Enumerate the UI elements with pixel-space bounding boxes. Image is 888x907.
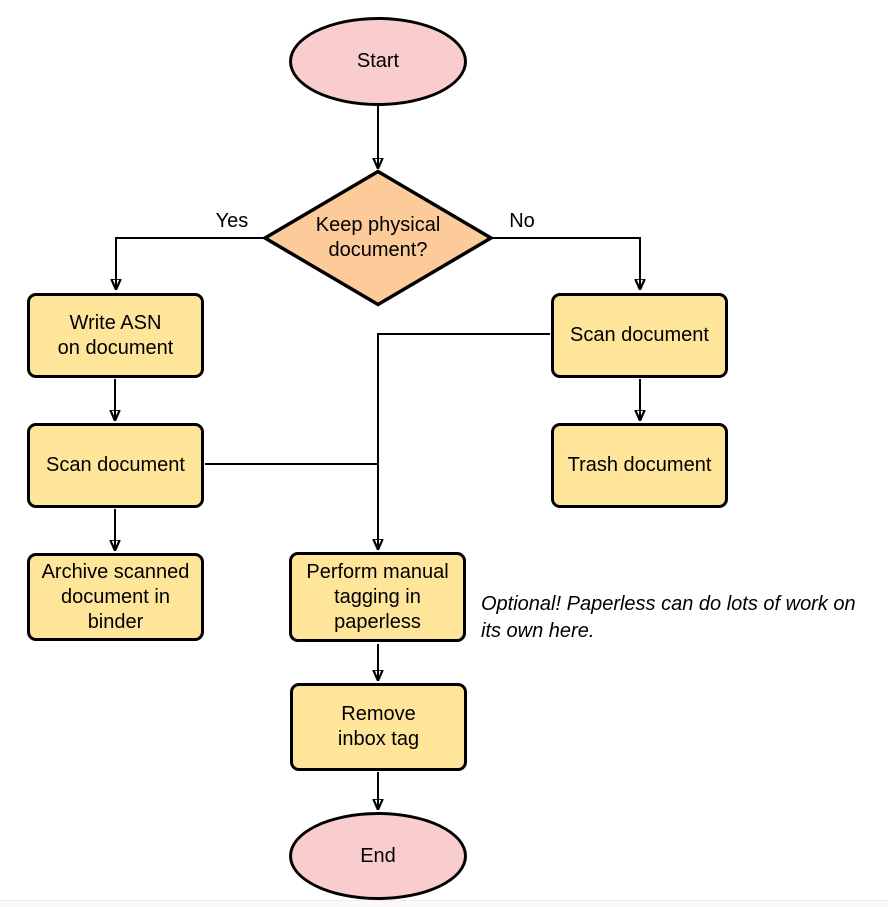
bottom-edge-strip xyxy=(0,900,888,907)
yes-edge-label: Yes xyxy=(215,210,249,232)
process-node-remove-inbox-tag: Remove inbox tag xyxy=(290,683,467,771)
process-node-manual-tagging-label: Perform manual tagging in paperless xyxy=(306,560,449,633)
decision-node-shape xyxy=(261,169,495,307)
no-edge-label: No xyxy=(509,210,535,232)
start-node-label: Start xyxy=(356,50,400,72)
edge-decision-no-to-scan-right xyxy=(492,237,640,287)
process-node-write-asn-label: Write ASN on document xyxy=(57,311,174,359)
end-node: End xyxy=(289,812,467,900)
start-node: Start xyxy=(289,17,467,106)
process-node-manual-tagging: Perform manual tagging in paperless xyxy=(289,552,466,642)
optional-note: Optional! Paperless can do lots of work … xyxy=(481,593,856,642)
process-node-scan-document-left: Scan document xyxy=(27,423,204,508)
process-node-scan-document-right: Scan document xyxy=(551,293,728,378)
edge-scan-right-to-tagging xyxy=(378,333,550,547)
process-node-remove-inbox-tag-label: Remove inbox tag xyxy=(337,703,420,750)
process-node-scan-document-right-label: Scan document xyxy=(570,324,709,346)
decision-node-label: Keep physical document? xyxy=(315,214,441,261)
end-node-label: End xyxy=(360,844,396,867)
process-node-write-asn: Write ASN on document xyxy=(27,293,204,378)
process-node-archive-binder-label: Archive scanned document in binder xyxy=(41,560,190,633)
process-node-scan-document-left-label: Scan document xyxy=(46,454,185,476)
process-node-archive-binder: Archive scanned document in binder xyxy=(27,553,204,641)
edge-decision-yes-to-write-asn xyxy=(116,237,264,287)
process-node-trash-document: Trash document xyxy=(551,423,728,508)
process-node-trash-document-label: Trash document xyxy=(567,454,712,476)
